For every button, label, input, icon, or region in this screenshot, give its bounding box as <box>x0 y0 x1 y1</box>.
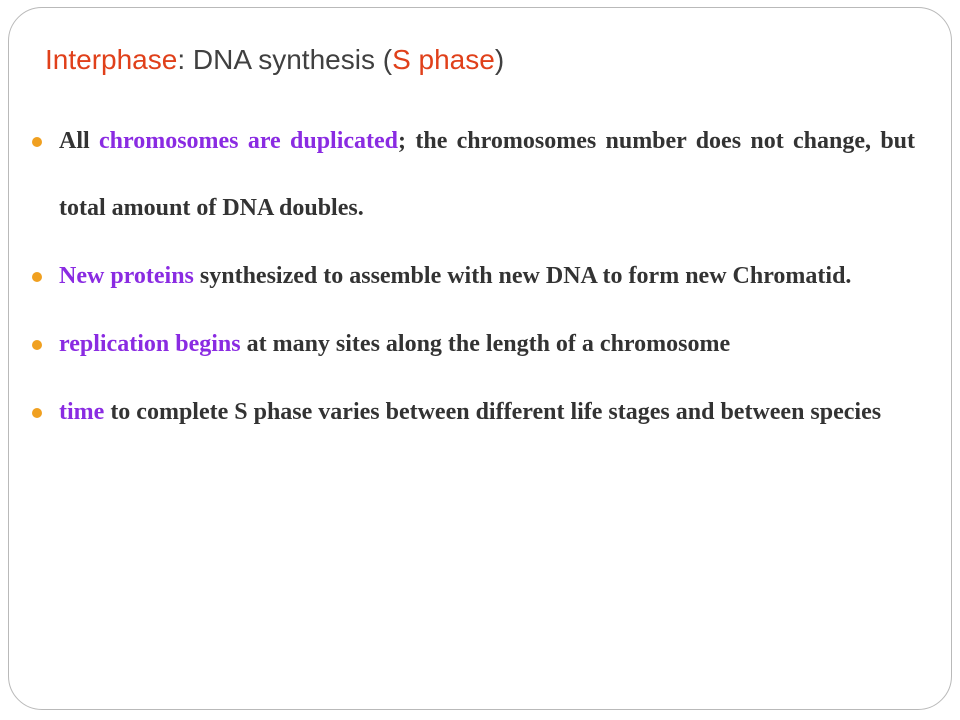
bullet-item: All chromosomes are duplicated; the chro… <box>31 108 915 242</box>
bullet-item: New proteins synthesized to assemble wit… <box>31 243 915 310</box>
bullet-highlight: replication begins <box>59 331 241 357</box>
slide-frame: Interphase: DNA synthesis (S phase) All … <box>8 7 952 710</box>
bullet-text: ; the chromosomes number does not change… <box>59 128 916 221</box>
title-phase: S phase <box>392 44 495 75</box>
bullet-dot-icon <box>32 408 42 418</box>
bullet-text: at many sites along the length of a chro… <box>240 331 731 357</box>
title-close: ) <box>494 44 505 75</box>
bullet-item: time to complete S phase varies between … <box>31 379 915 446</box>
title-term: Interphase <box>45 44 178 75</box>
bullet-highlight: New proteins <box>59 263 194 289</box>
title-topic: : DNA synthesis ( <box>177 44 393 75</box>
bullet-lead: All <box>59 128 99 154</box>
bullet-highlight: time <box>59 399 105 425</box>
bullet-dot-icon <box>32 340 42 350</box>
bullet-item: replication begins at many sites along t… <box>31 311 915 378</box>
bullet-highlight: chromosomes are duplicated <box>98 128 399 154</box>
bullet-text: synthesized to assemble with new DNA to … <box>193 263 852 289</box>
bullet-dot-icon <box>32 137 42 147</box>
bullet-text: to complete S phase varies between diffe… <box>104 399 882 425</box>
slide-title: Interphase: DNA synthesis (S phase) <box>45 40 504 80</box>
bullet-list: All chromosomes are duplicated; the chro… <box>31 108 915 446</box>
bullet-dot-icon <box>32 272 42 282</box>
